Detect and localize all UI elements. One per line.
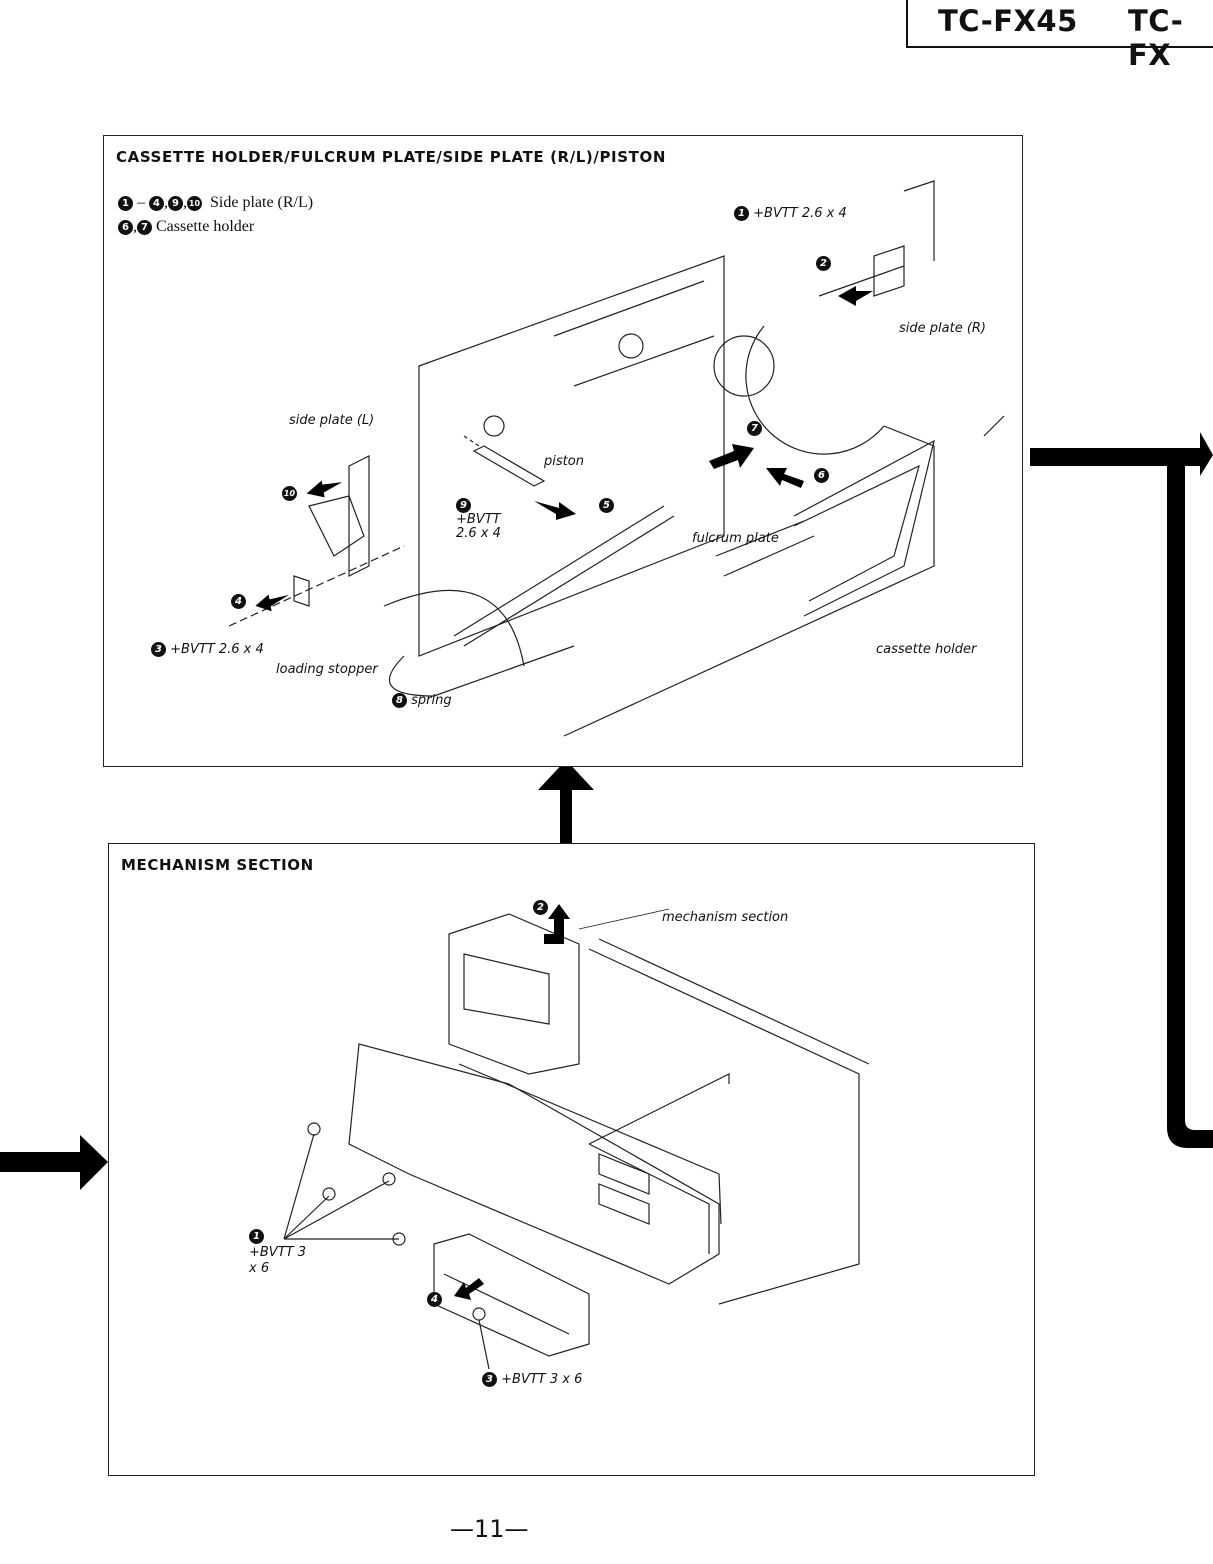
arrow-step-4 (454, 1278, 484, 1300)
callout-step-5: 5 (599, 498, 614, 513)
model-header-box: TC-FX45 TC-FX (906, 0, 1213, 72)
step-bullet: 4 (149, 195, 164, 211)
step-bullet: 4 (231, 594, 246, 609)
step-bullet: 7 (137, 219, 152, 235)
callout-screws-1: 1+BVTT 3 x 6 (249, 1229, 309, 1277)
step-bullet: 1 (249, 1229, 264, 1244)
callout-step-6: 6 (814, 468, 829, 483)
arrow-step-6 (766, 468, 804, 488)
model-name-left: TC-FX45 (938, 4, 1078, 38)
page-number: —11— (450, 1515, 529, 1543)
step-bullet: 8 (392, 693, 407, 708)
front-panel (348, 1043, 720, 1285)
step-bullet: 3 (151, 642, 166, 657)
leader-lines (283, 1133, 399, 1240)
callout-step-7: 7 (747, 421, 762, 436)
callout-screw-3: 3 +BVTT 3 x 6 (482, 1372, 582, 1387)
step-bullet: 9 (456, 498, 471, 513)
callout-mechanism-section: mechanism section (662, 910, 789, 925)
arrow-step-2 (838, 286, 873, 306)
fulcrum-plate-line (715, 520, 805, 557)
gear (618, 333, 644, 359)
step-bullet: 7 (747, 421, 762, 436)
legend-row-side-plate: 1 – 4,9,10 Side plate (R/L) (118, 194, 313, 212)
step-bullet: 4 (427, 1292, 442, 1307)
callout-text: +BVTT 2.6 x 4 (456, 512, 501, 541)
panel-mechanism-section: MECHANISM SECTION 2 mechanism section 1+… (108, 843, 1035, 1476)
callout-text: +BVTT 3 x 6 (249, 1245, 306, 1276)
callout-step-2: 2 (533, 900, 548, 915)
arrow-step-4 (255, 594, 290, 612)
callout-piston: piston (544, 454, 584, 469)
callout-step-10: 10 (282, 486, 297, 501)
step-bullet: 6 (814, 468, 829, 483)
arrow-step-2 (544, 904, 570, 944)
callout-side-plate-l: side plate (L) (289, 413, 375, 428)
callout-text: +BVTT 2.6 x 4 (170, 642, 264, 657)
chassis-outline (588, 948, 860, 1305)
callout-spring: 8 spring (392, 693, 452, 708)
arrow-step-10 (306, 480, 343, 498)
direction-arrows (255, 286, 873, 612)
panel-title: CASSETTE HOLDER/FULCRUM PLATE/SIDE PLATE… (116, 148, 666, 166)
screw-1b (322, 1187, 336, 1201)
piston-rod (472, 445, 546, 487)
legend-text: Cassette holder (156, 218, 255, 235)
screw-1c (382, 1172, 396, 1186)
callout-fulcrum-plate: fulcrum plate (692, 531, 779, 546)
side-plate-right (873, 245, 905, 297)
panel-cassette-holder: CASSETTE HOLDER/FULCRUM PLATE/SIDE PLATE… (103, 135, 1023, 767)
step-bullet: 9 (168, 195, 183, 211)
side-plate-left (348, 455, 370, 577)
step-range-dash: – (137, 194, 145, 211)
cassette-holder-frame (793, 439, 935, 617)
step-bullet: 1 (118, 195, 133, 211)
callout-screw-9: 9 +BVTT 2.6 x 4 (456, 498, 516, 541)
callout-cassette-holder: cassette holder (876, 642, 977, 657)
callout-step-4: 4 (231, 594, 246, 609)
legend-row-cassette-holder: 6,7 Cassette holder (118, 218, 254, 236)
detail-circle (745, 325, 885, 455)
loading-stopper (293, 575, 310, 607)
step-bullet: 6 (118, 219, 133, 235)
callout-side-plate-r: side plate (R) (899, 321, 987, 336)
front-frame (563, 425, 935, 737)
step-bullet: 5 (599, 498, 614, 513)
step-bullet: 3 (482, 1372, 497, 1387)
flow-arrow-right-top (1030, 432, 1213, 1148)
callout-screw-1: 1 +BVTT 2.6 x 4 (734, 206, 847, 221)
display-window (598, 1153, 650, 1195)
step-bullet: 1 (734, 206, 749, 221)
callout-loading-stopper: loading stopper (276, 662, 378, 677)
exploded-diagram-cassette (228, 180, 1005, 737)
step-bullet: 10 (187, 195, 202, 211)
arrow-step-7 (709, 444, 754, 469)
flow-arrow-up (538, 760, 594, 850)
callout-screw-3: 3 +BVTT 2.6 x 4 (151, 642, 264, 657)
callout-step-4: 4 (427, 1292, 442, 1307)
chassis-panel (418, 255, 725, 657)
model-name-right: TC-FX (1128, 4, 1184, 72)
spring-wire (388, 645, 575, 697)
step-bullet: 10 (282, 486, 297, 501)
exploded-diagram-mechanism (283, 908, 870, 1370)
callout-text: +BVTT 3 x 6 (501, 1372, 583, 1387)
step-bullet: 2 (816, 256, 831, 271)
arrow-step-5 (534, 501, 576, 520)
flow-arrow-right-bottom (0, 1135, 108, 1190)
callout-text: +BVTT 2.6 x 4 (753, 206, 847, 221)
callout-step-2: 2 (816, 256, 831, 271)
mechanism-block (448, 913, 580, 1075)
step-bullet: 2 (533, 900, 548, 915)
callout-text: spring (411, 693, 452, 708)
legend-text: Side plate (R/L) (210, 194, 314, 211)
panel-title: MECHANISM SECTION (121, 856, 314, 874)
direction-arrows (454, 904, 570, 1300)
